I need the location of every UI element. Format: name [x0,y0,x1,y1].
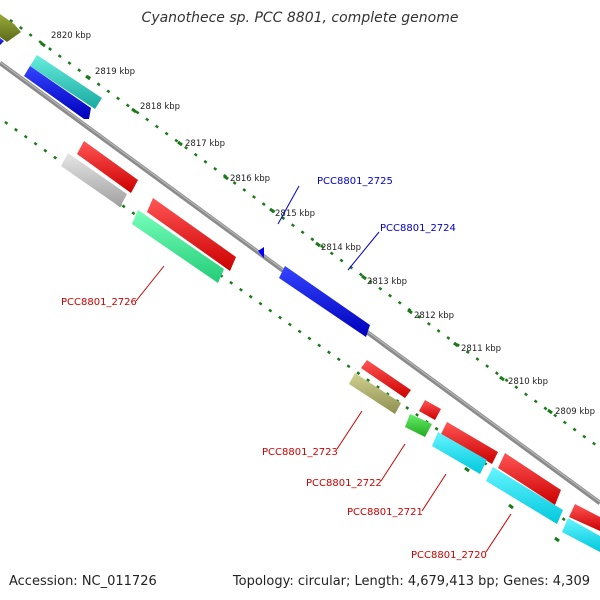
tick-label: 2813 kbp [367,277,407,287]
major-tick [269,207,275,214]
gene-label-2720[interactable]: PCC8801_2720 [411,550,487,561]
gene-feature[interactable] [24,66,91,119]
tick-label: 2819 kbp [95,67,135,77]
gene-feature[interactable] [419,400,441,420]
leader-line [135,265,165,302]
gene-feature[interactable] [0,38,4,45]
gene-feature-2723[interactable] [349,373,401,414]
gene-feature[interactable] [77,141,138,193]
leader-line [336,410,363,450]
gene-feature[interactable] [258,247,264,258]
gene-feature-2720[interactable] [486,467,563,524]
major-tick [177,140,183,147]
major-tick [131,107,137,114]
tick-ring-outer [9,18,600,450]
leader-line [277,185,300,225]
major-ticks [40,41,553,415]
leader-line [380,443,406,482]
major-tick [547,408,553,415]
gene-feature[interactable] [441,422,498,464]
tick-label: 2817 kbp [185,139,225,149]
gene-label-2723[interactable]: PCC8801_2723 [262,447,338,458]
genome-title: Cyanothece sp. PCC 8801, complete genome [141,10,459,26]
gene-feature-2726a[interactable] [147,198,236,271]
gene-feature[interactable] [30,55,102,109]
major-tick [508,503,514,510]
accession-text: Accession: NC_011726 [9,574,157,589]
tick-label: 2815 kbp [275,209,315,219]
gene-feature[interactable] [562,518,600,552]
major-tick [453,341,459,348]
major-tick [407,308,413,315]
gene-feature[interactable] [498,453,561,505]
major-tick [40,41,46,48]
gene-feature[interactable] [361,360,411,398]
tick-label: 2812 kbp [414,311,454,321]
tick-label: 2809 kbp [555,407,595,417]
major-tick [499,375,505,382]
gene-feature[interactable] [61,153,127,207]
tick-label: 2818 kbp [140,102,180,112]
major-tick [554,536,560,543]
gene-label-2721[interactable]: PCC8801_2721 [347,507,423,518]
leader-line [421,473,447,512]
major-tick [361,274,367,281]
major-tick [85,74,91,81]
gene-label-2725[interactable]: PCC8801_2725 [317,176,393,187]
tick-label: 2811 kbp [461,344,501,354]
genome-summary-text: Topology: circular; Length: 4,679,413 bp… [232,574,590,589]
gene-feature[interactable] [569,504,600,531]
gene-feature-2722[interactable] [405,414,432,437]
major-tick [315,241,321,248]
major-tick [464,466,470,473]
gene-feature-2721[interactable] [432,432,487,474]
tick-label: 2820 kbp [51,31,91,41]
gene-feature-2726[interactable] [132,210,224,283]
tick-label: 2810 kbp [508,377,548,387]
gene-label-2724[interactable]: PCC8801_2724 [380,223,456,234]
leader-line [485,513,512,553]
gene-label-2722[interactable]: PCC8801_2722 [306,478,382,489]
tick-label: 2814 kbp [321,243,361,253]
gene-feature-2724[interactable] [279,266,370,337]
gene-feature[interactable] [0,14,21,42]
gene-label-2726[interactable]: PCC8801_2726 [61,297,137,308]
leader-line [347,231,380,271]
tick-label: 2816 kbp [230,174,270,184]
major-tick [223,174,229,181]
